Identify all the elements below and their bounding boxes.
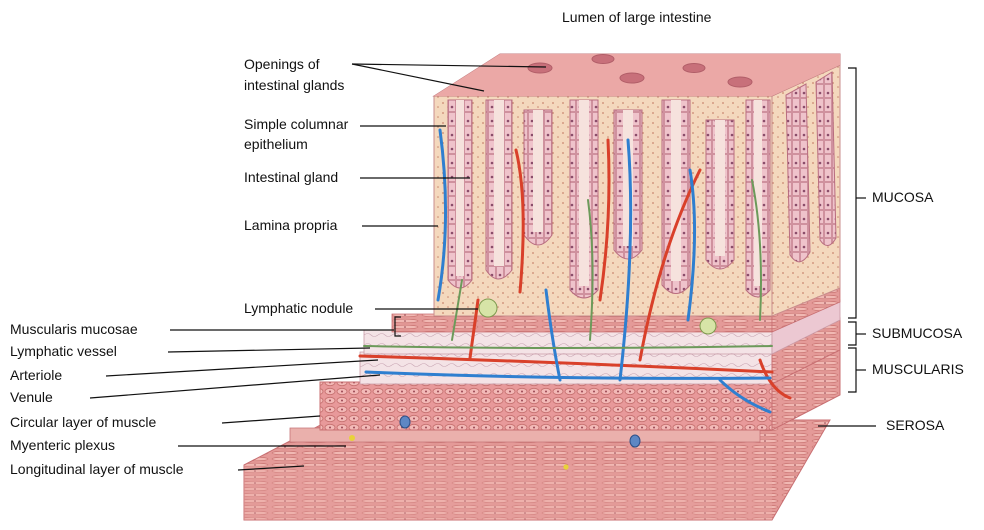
label-muscularis: MUSCULARIS <box>872 360 964 379</box>
label-serosa: SEROSA <box>886 416 944 435</box>
label-epithelium-line1: Simple columnar <box>244 115 348 134</box>
label-epithelium-line2: epithelium <box>244 135 308 154</box>
label-lamina-propria: Lamina propria <box>244 216 337 235</box>
label-lymphatic-vessel: Lymphatic vessel <box>10 342 117 361</box>
label-submucosa: SUBMUCOSA <box>872 324 962 343</box>
label-mucosa: MUCOSA <box>872 188 933 207</box>
label-arteriole: Arteriole <box>10 366 62 385</box>
lumen-title: Lumen of large intestine <box>562 8 711 27</box>
label-openings-line1: Openings of <box>244 55 320 74</box>
label-lymphatic-nodule: Lymphatic nodule <box>244 299 353 318</box>
label-openings-line2: intestinal glands <box>244 76 344 95</box>
label-myenteric-plexus: Myenteric plexus <box>10 436 115 455</box>
label-circular-muscle: Circular layer of muscle <box>10 413 156 432</box>
label-intestinal-gland: Intestinal gland <box>244 168 338 187</box>
label-muscularis-mucosae: Muscularis mucosae <box>10 320 138 339</box>
label-venule: Venule <box>10 388 53 407</box>
label-longitudinal-muscle: Longitudinal layer of muscle <box>10 460 184 479</box>
